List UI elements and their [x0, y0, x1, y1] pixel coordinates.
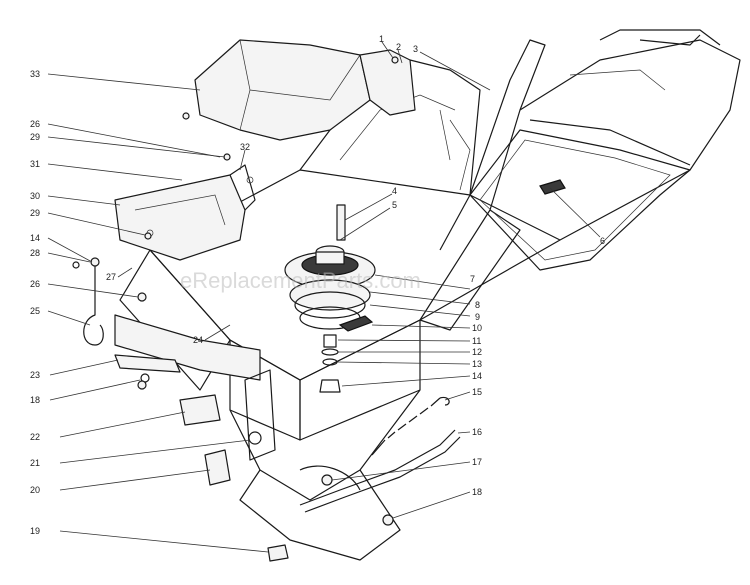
callout-29-upper: 29 — [30, 132, 40, 142]
callout-28: 28 — [30, 248, 40, 258]
callout-8: 8 — [475, 300, 480, 310]
callout-25: 25 — [30, 306, 40, 316]
callout-14: 14 — [472, 371, 482, 381]
belt-guide — [449, 119, 566, 195]
watermark-text: eReplacementParts.com — [180, 268, 421, 293]
callout-13: 13 — [472, 359, 482, 369]
side-panel — [114, 164, 256, 261]
callout-19: 19 — [30, 526, 40, 536]
callout-11: 11 — [472, 336, 481, 346]
callout-33: 33 — [30, 69, 40, 79]
callout-26-upper: 26 — [30, 119, 40, 129]
callout-15: 15 — [472, 387, 482, 397]
callout-18-lower: 18 — [30, 395, 40, 405]
pto-clutch-assembly — [284, 204, 376, 393]
callout-24: 24 — [193, 335, 203, 345]
callout-2: 2 — [396, 42, 401, 52]
callout-14-left: 14 — [30, 233, 40, 243]
callout-29: 29 — [30, 208, 40, 218]
callout-10: 10 — [472, 323, 482, 333]
callout-21: 21 — [30, 458, 40, 468]
callout-27: 27 — [106, 272, 116, 282]
console-cover — [194, 39, 416, 141]
callout-12: 12 — [472, 347, 482, 357]
callout-18: 18 — [472, 487, 482, 497]
callout-7: 7 — [470, 274, 475, 284]
callout-16: 16 — [472, 427, 482, 437]
callout-20: 20 — [30, 485, 40, 495]
callout-1: 1 — [379, 34, 384, 44]
brake-linkage — [83, 257, 289, 562]
callout-23: 23 — [30, 370, 40, 380]
callout-6: 6 — [600, 236, 605, 246]
callout-3: 3 — [413, 44, 418, 54]
callout-17: 17 — [472, 457, 482, 467]
callout-4: 4 — [392, 186, 397, 196]
callout-labels: 1 2 3 4 5 6 7 8 9 10 11 12 13 14 15 16 1… — [30, 34, 605, 536]
callout-31: 31 — [30, 159, 40, 169]
spring-and-rod — [299, 396, 461, 526]
callout-32: 32 — [240, 142, 250, 152]
fasteners — [72, 56, 399, 390]
callout-22: 22 — [30, 432, 40, 442]
callout-9: 9 — [475, 312, 480, 322]
leader-lines — [47, 41, 601, 553]
callout-5: 5 — [392, 200, 397, 210]
callout-26: 26 — [30, 279, 40, 289]
callout-30: 30 — [30, 191, 40, 201]
